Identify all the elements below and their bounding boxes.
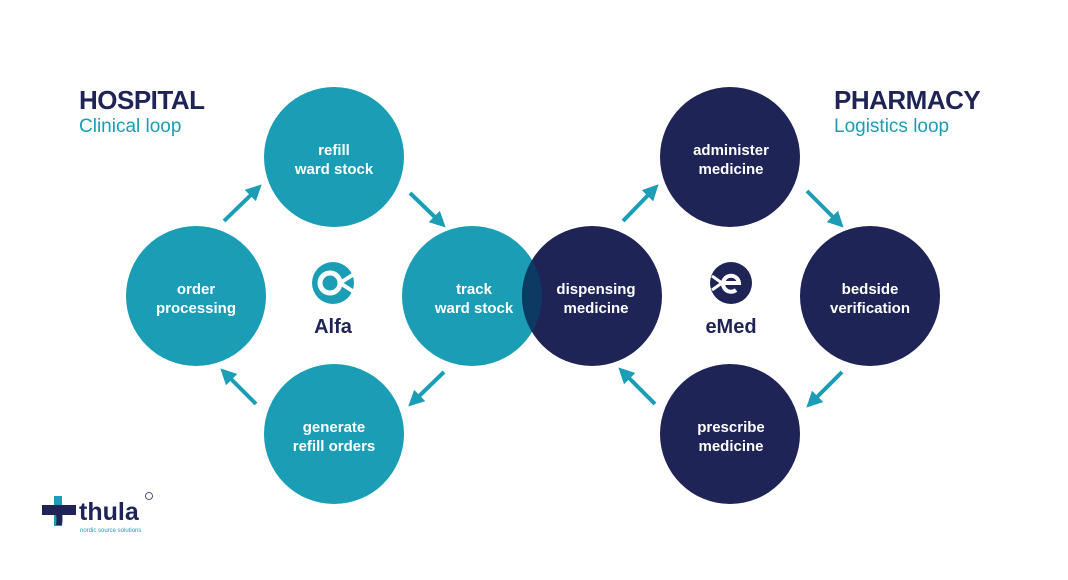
registered-mark-icon [145,492,153,500]
node-generate-refill-orders [264,364,404,504]
node-label: order [177,281,216,298]
arrow-icon [408,370,446,407]
emed-logo-label: eMed [705,316,756,338]
node-label: track [456,281,493,298]
arrow-icon [618,367,657,406]
node-label: prescribe [697,419,765,436]
arrow-icon [222,184,262,223]
thula-logo-icon [42,492,153,526]
alfa-logo-label: Alfa [314,316,353,338]
node-refill-ward-stock [264,87,404,227]
pharmacy-title: PHARMACY [834,85,981,115]
node-label: generate [303,419,366,436]
arrow-icon [806,370,844,408]
brand-tagline: nordic source solutions [80,528,141,534]
brand-name: thula [79,498,140,526]
node-label: verification [830,300,910,317]
arrow-icon [220,368,258,406]
node-track-ward-stock [402,226,542,366]
node-bedside-verification [800,226,940,366]
node-dispensing-medicine [522,226,662,366]
node-label: administer [693,142,769,159]
node-administer-medicine [660,87,800,227]
node-prescribe-medicine [660,364,800,504]
node-label: ward stock [294,161,374,178]
node-order-processing [126,226,266,366]
node-label: processing [156,300,236,317]
flow-arrows [220,184,844,408]
arrow-icon [621,184,659,223]
emed-logo-icon [710,262,752,304]
arrow-icon [408,191,446,228]
node-label: refill orders [293,438,376,455]
node-label: dispensing [556,281,635,298]
pharmacy-subtitle: Logistics loop [834,116,950,137]
node-label: refill [318,142,350,159]
node-label: ward stock [434,300,514,317]
node-label: medicine [563,300,628,317]
hospital-title: HOSPITAL [79,85,205,115]
node-label: medicine [698,438,763,455]
node-label: medicine [698,161,763,178]
node-label: bedside [842,281,899,298]
alfa-logo-icon [312,262,356,304]
arrow-icon [805,189,844,228]
hospital-subtitle: Clinical loop [79,116,182,137]
